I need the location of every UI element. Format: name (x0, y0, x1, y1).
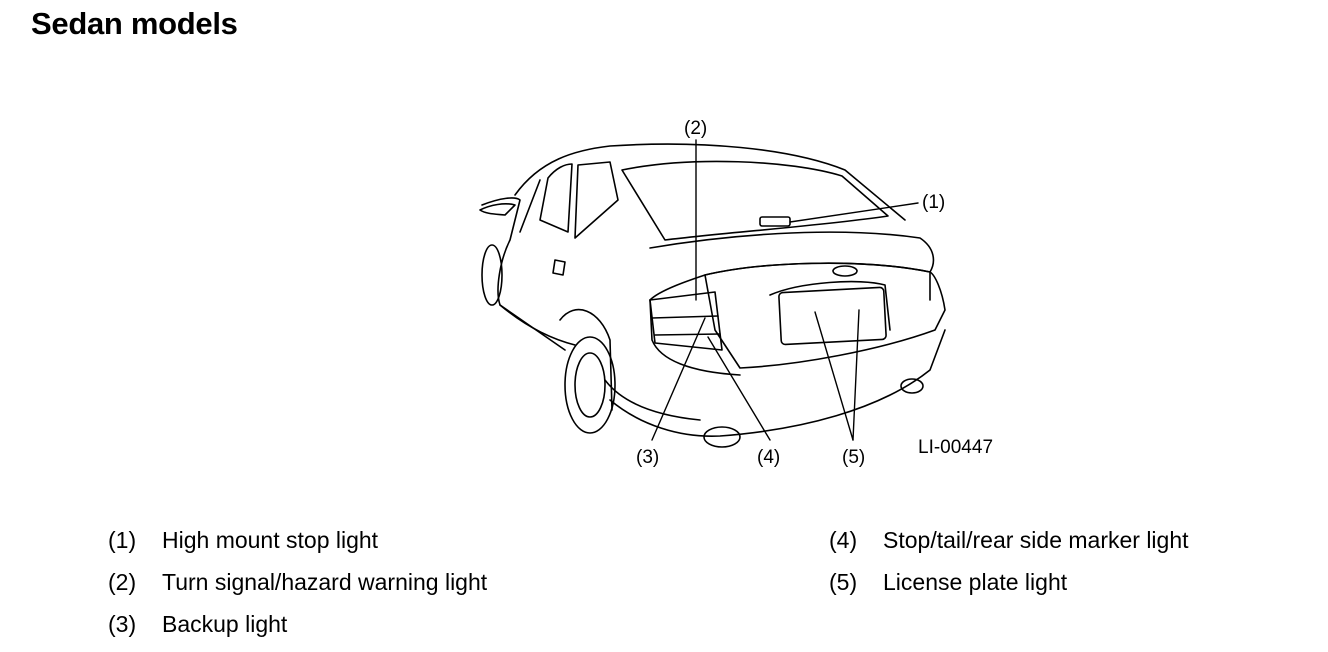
exhaust-left (703, 426, 741, 448)
legend-item: (4) Stop/tail/rear side marker light (829, 524, 1189, 566)
legend-number: (5) (829, 569, 858, 595)
legend-item: (2) Turn signal/hazard warning light (108, 566, 487, 608)
callout-3: (3) (636, 447, 659, 468)
legend-item: (5) License plate light (829, 566, 1189, 608)
side-window-rear (574, 161, 619, 239)
figure-id: LI-00447 (918, 437, 993, 458)
legend-number: (1) (108, 527, 137, 553)
callout-2: (2) (684, 118, 707, 139)
leader-lines (651, 139, 919, 441)
legend-left: (1) High mount stop light (2) Turn signal/… (108, 524, 487, 650)
callout-1: (1) (922, 192, 945, 213)
license-plate (778, 286, 887, 346)
legend-number: (4) (829, 527, 858, 553)
car-side (481, 197, 566, 351)
legend-item: (3) Backup light (108, 608, 487, 650)
page-title: Sedan models (31, 6, 238, 41)
legend-label: License plate light (883, 569, 1068, 595)
legend-label: Backup light (162, 611, 288, 637)
rear-window (621, 160, 889, 241)
legend-item: (1) High mount stop light (108, 524, 487, 566)
tail-light (649, 291, 723, 351)
legend-label: High mount stop light (162, 527, 379, 553)
rear-bumper (609, 329, 946, 437)
legend-number: (3) (108, 611, 137, 637)
rear-body (649, 271, 946, 369)
side-window-front (539, 163, 573, 233)
legend-number: (2) (108, 569, 137, 595)
rear-wheel (564, 336, 616, 434)
exhaust-right (900, 378, 924, 394)
car-roof (514, 143, 906, 221)
front-wheel (481, 244, 503, 306)
callout-5: (5) (842, 447, 865, 468)
legend-right: (4) Stop/tail/rear side marker light (5) L… (829, 524, 1189, 608)
legend-label: Turn signal/hazard warning light (162, 569, 488, 595)
callout-4: (4) (757, 447, 780, 468)
legend-label: Stop/tail/rear side marker light (883, 527, 1189, 553)
